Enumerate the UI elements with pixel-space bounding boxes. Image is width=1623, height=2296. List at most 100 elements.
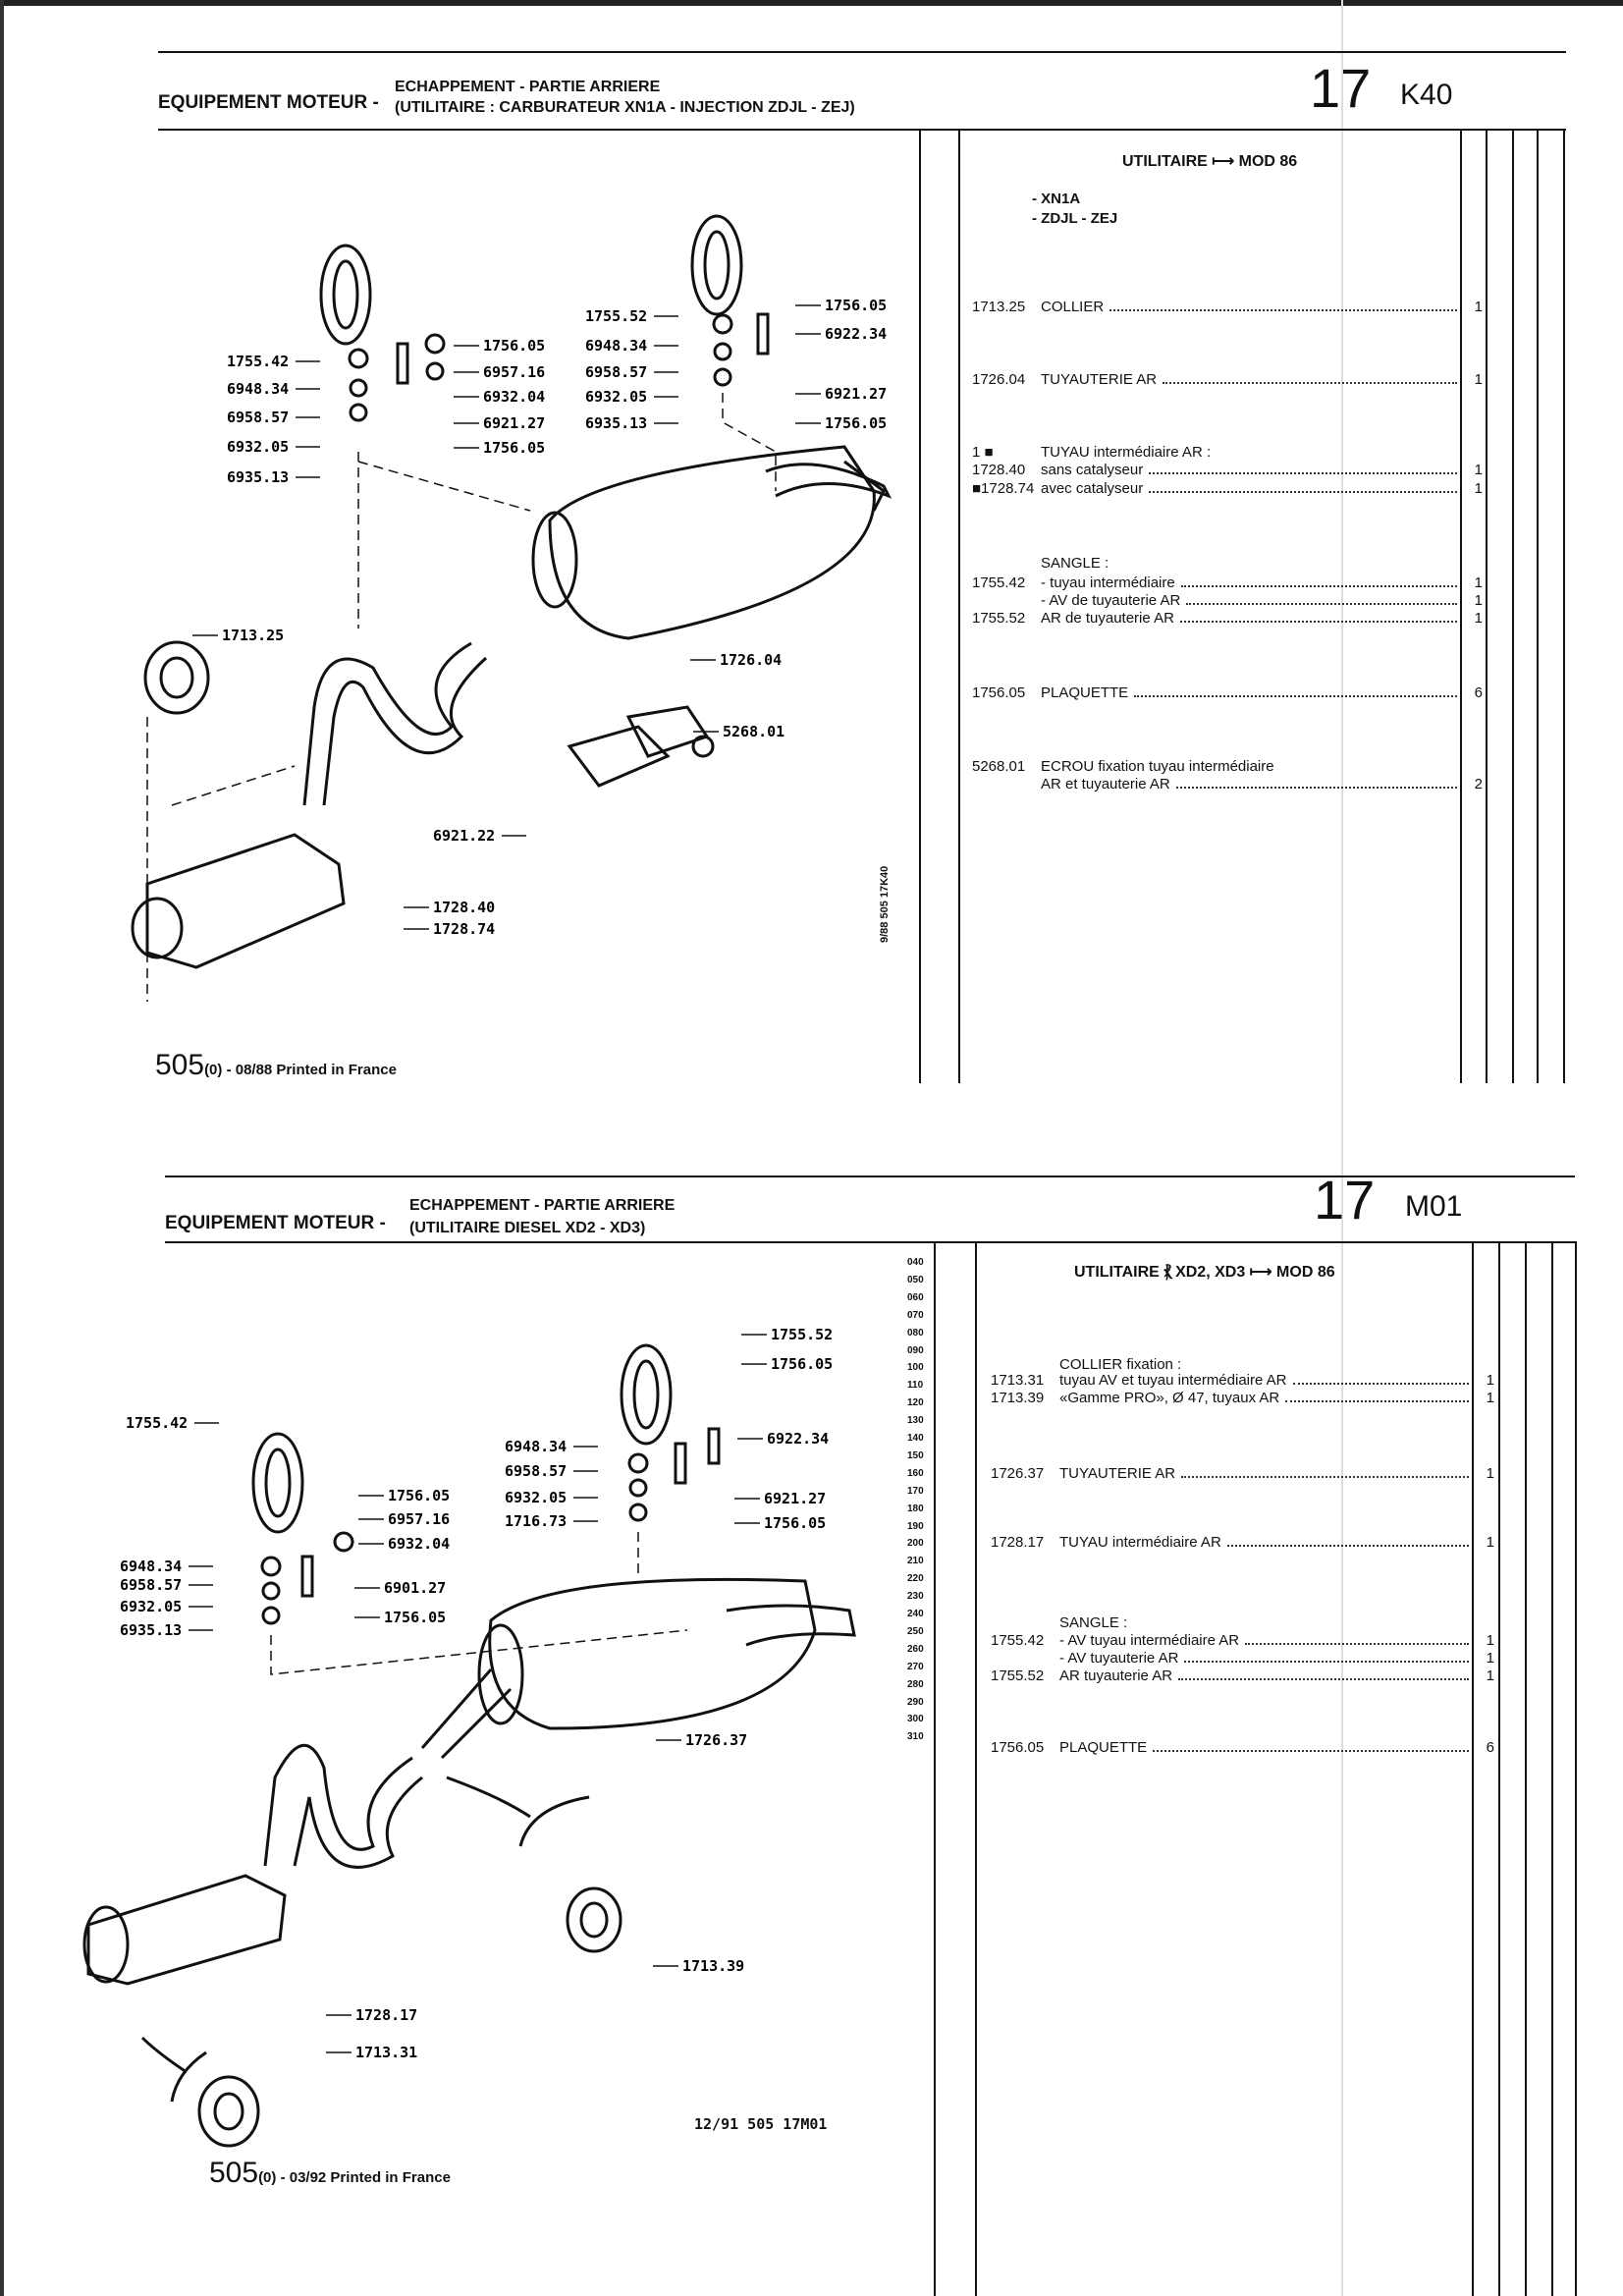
callout-label: 6948.34 (585, 337, 647, 355)
column-line (1525, 1241, 1527, 2296)
callout-label: 6948.34 (505, 1438, 567, 1455)
line-number: 280 (907, 1678, 924, 1690)
part-description: AR de tuyauterie AR (1041, 610, 1174, 627)
part-quantity: 1 (1486, 1632, 1494, 1649)
line-number: 150 (907, 1449, 924, 1461)
part-description: - AV tuyau intermédiaire AR (1059, 1632, 1240, 1649)
callout-label: 6958.57 (505, 1462, 567, 1480)
callout-labels: 1756.056957.166932.046921.271756.051755.… (192, 297, 887, 938)
column-line (1498, 1241, 1500, 2296)
document-reference: 12/91 505 17M01 (694, 2115, 828, 2133)
part-description: avec catalyseur (1041, 480, 1144, 497)
subtitle: (UTILITAIRE : CARBURATEUR XN1A - INJECTI… (395, 99, 855, 116)
column-line (1512, 129, 1514, 1083)
callout-label: 6935.13 (227, 468, 289, 486)
part-description: SANGLE : (1059, 1614, 1128, 1631)
part-quantity: 1 (1474, 299, 1483, 315)
footer-text: (0) - 03/92 Printed in France (258, 2169, 451, 2186)
callout-label: 6935.13 (120, 1621, 182, 1639)
column-line (934, 1241, 936, 2296)
subtitle: (UTILITAIRE DIESEL XD2 - XD3) (409, 1220, 646, 1236)
part-quantity: 6 (1486, 1739, 1494, 1756)
dot-leader (1134, 695, 1457, 697)
part-quantity: 1 (1486, 1534, 1494, 1551)
callout-label: 6932.04 (483, 388, 545, 406)
leader-dashes (270, 1532, 688, 1675)
line-number: 050 (907, 1274, 924, 1285)
part-row[interactable]: SANGLE : (972, 555, 1483, 572)
part-row[interactable]: COLLIER fixation : (991, 1356, 1494, 1373)
line-number: 060 (907, 1291, 924, 1303)
part-reference: 1755.42 (972, 574, 1026, 591)
part-description: ECROU fixation tuyau intermédiaire (1041, 758, 1274, 775)
line-number: 200 (907, 1538, 924, 1550)
callout-label: 1728.17 (355, 2006, 417, 2024)
dot-leader (1186, 603, 1457, 605)
part-description: COLLIER fixation : (1059, 1356, 1182, 1373)
column-line (1575, 1241, 1577, 2296)
part-description: TUYAU intermédiaire AR (1059, 1534, 1221, 1551)
callout-label: 1716.73 (505, 1512, 567, 1530)
part-reference: 1713.25 (972, 299, 1026, 315)
part-description: TUYAUTERIE AR (1059, 1465, 1176, 1482)
line-number: 140 (907, 1433, 924, 1444)
part-quantity: 1 (1474, 462, 1483, 478)
column-line (919, 129, 921, 1083)
callout-label: 1756.05 (483, 439, 545, 457)
dot-leader (1178, 1678, 1469, 1680)
dot-leader (1226, 1545, 1469, 1547)
callout-label: 6932.05 (505, 1489, 567, 1506)
callout-labels: 1755.521756.056922.346921.271756.056948.… (120, 1326, 833, 2061)
exploded-diagram-top: 1756.056957.166932.046921.271756.051755.… (131, 214, 893, 1002)
callout-label: 6948.34 (227, 380, 289, 398)
dot-leader (1285, 1400, 1469, 1402)
column-line (1486, 129, 1488, 1083)
section-title: EQUIPEMENT MOTEUR - (158, 92, 379, 113)
callout-label: 1756.05 (388, 1487, 450, 1504)
part-quantity: 2 (1474, 776, 1483, 793)
line-number: 170 (907, 1485, 924, 1497)
callout-label: 1755.52 (585, 307, 647, 325)
callout-label: 6957.16 (388, 1510, 450, 1528)
part-quantity: 1 (1474, 592, 1483, 609)
dot-leader (1292, 1383, 1469, 1385)
part-quantity: 1 (1474, 574, 1483, 591)
callout-label: 6932.05 (585, 388, 647, 406)
line-number: 270 (907, 1661, 924, 1672)
callout-label: 6922.34 (767, 1430, 829, 1448)
callout-label: 1726.37 (685, 1731, 747, 1749)
callout-label: 6958.57 (585, 363, 647, 381)
callout-label: 1756.05 (825, 414, 887, 432)
line-number: 070 (907, 1309, 924, 1321)
line-number: 290 (907, 1696, 924, 1708)
callout-label: 1728.40 (433, 899, 495, 916)
callout-label: 1713.31 (355, 2044, 417, 2061)
part-row[interactable]: SANGLE : (991, 1614, 1494, 1631)
part-row[interactable]: 1 ■TUYAU intermédiaire AR : (972, 444, 1483, 461)
part-row[interactable]: 1713.25 COLLIER 1 (972, 299, 1483, 315)
dot-leader (1181, 1476, 1469, 1478)
dot-leader (1153, 1750, 1469, 1752)
dot-leader (1245, 1643, 1469, 1645)
part-description: COLLIER (1041, 299, 1105, 315)
dot-leader (1163, 382, 1457, 384)
group-number: 17 (1310, 57, 1372, 119)
